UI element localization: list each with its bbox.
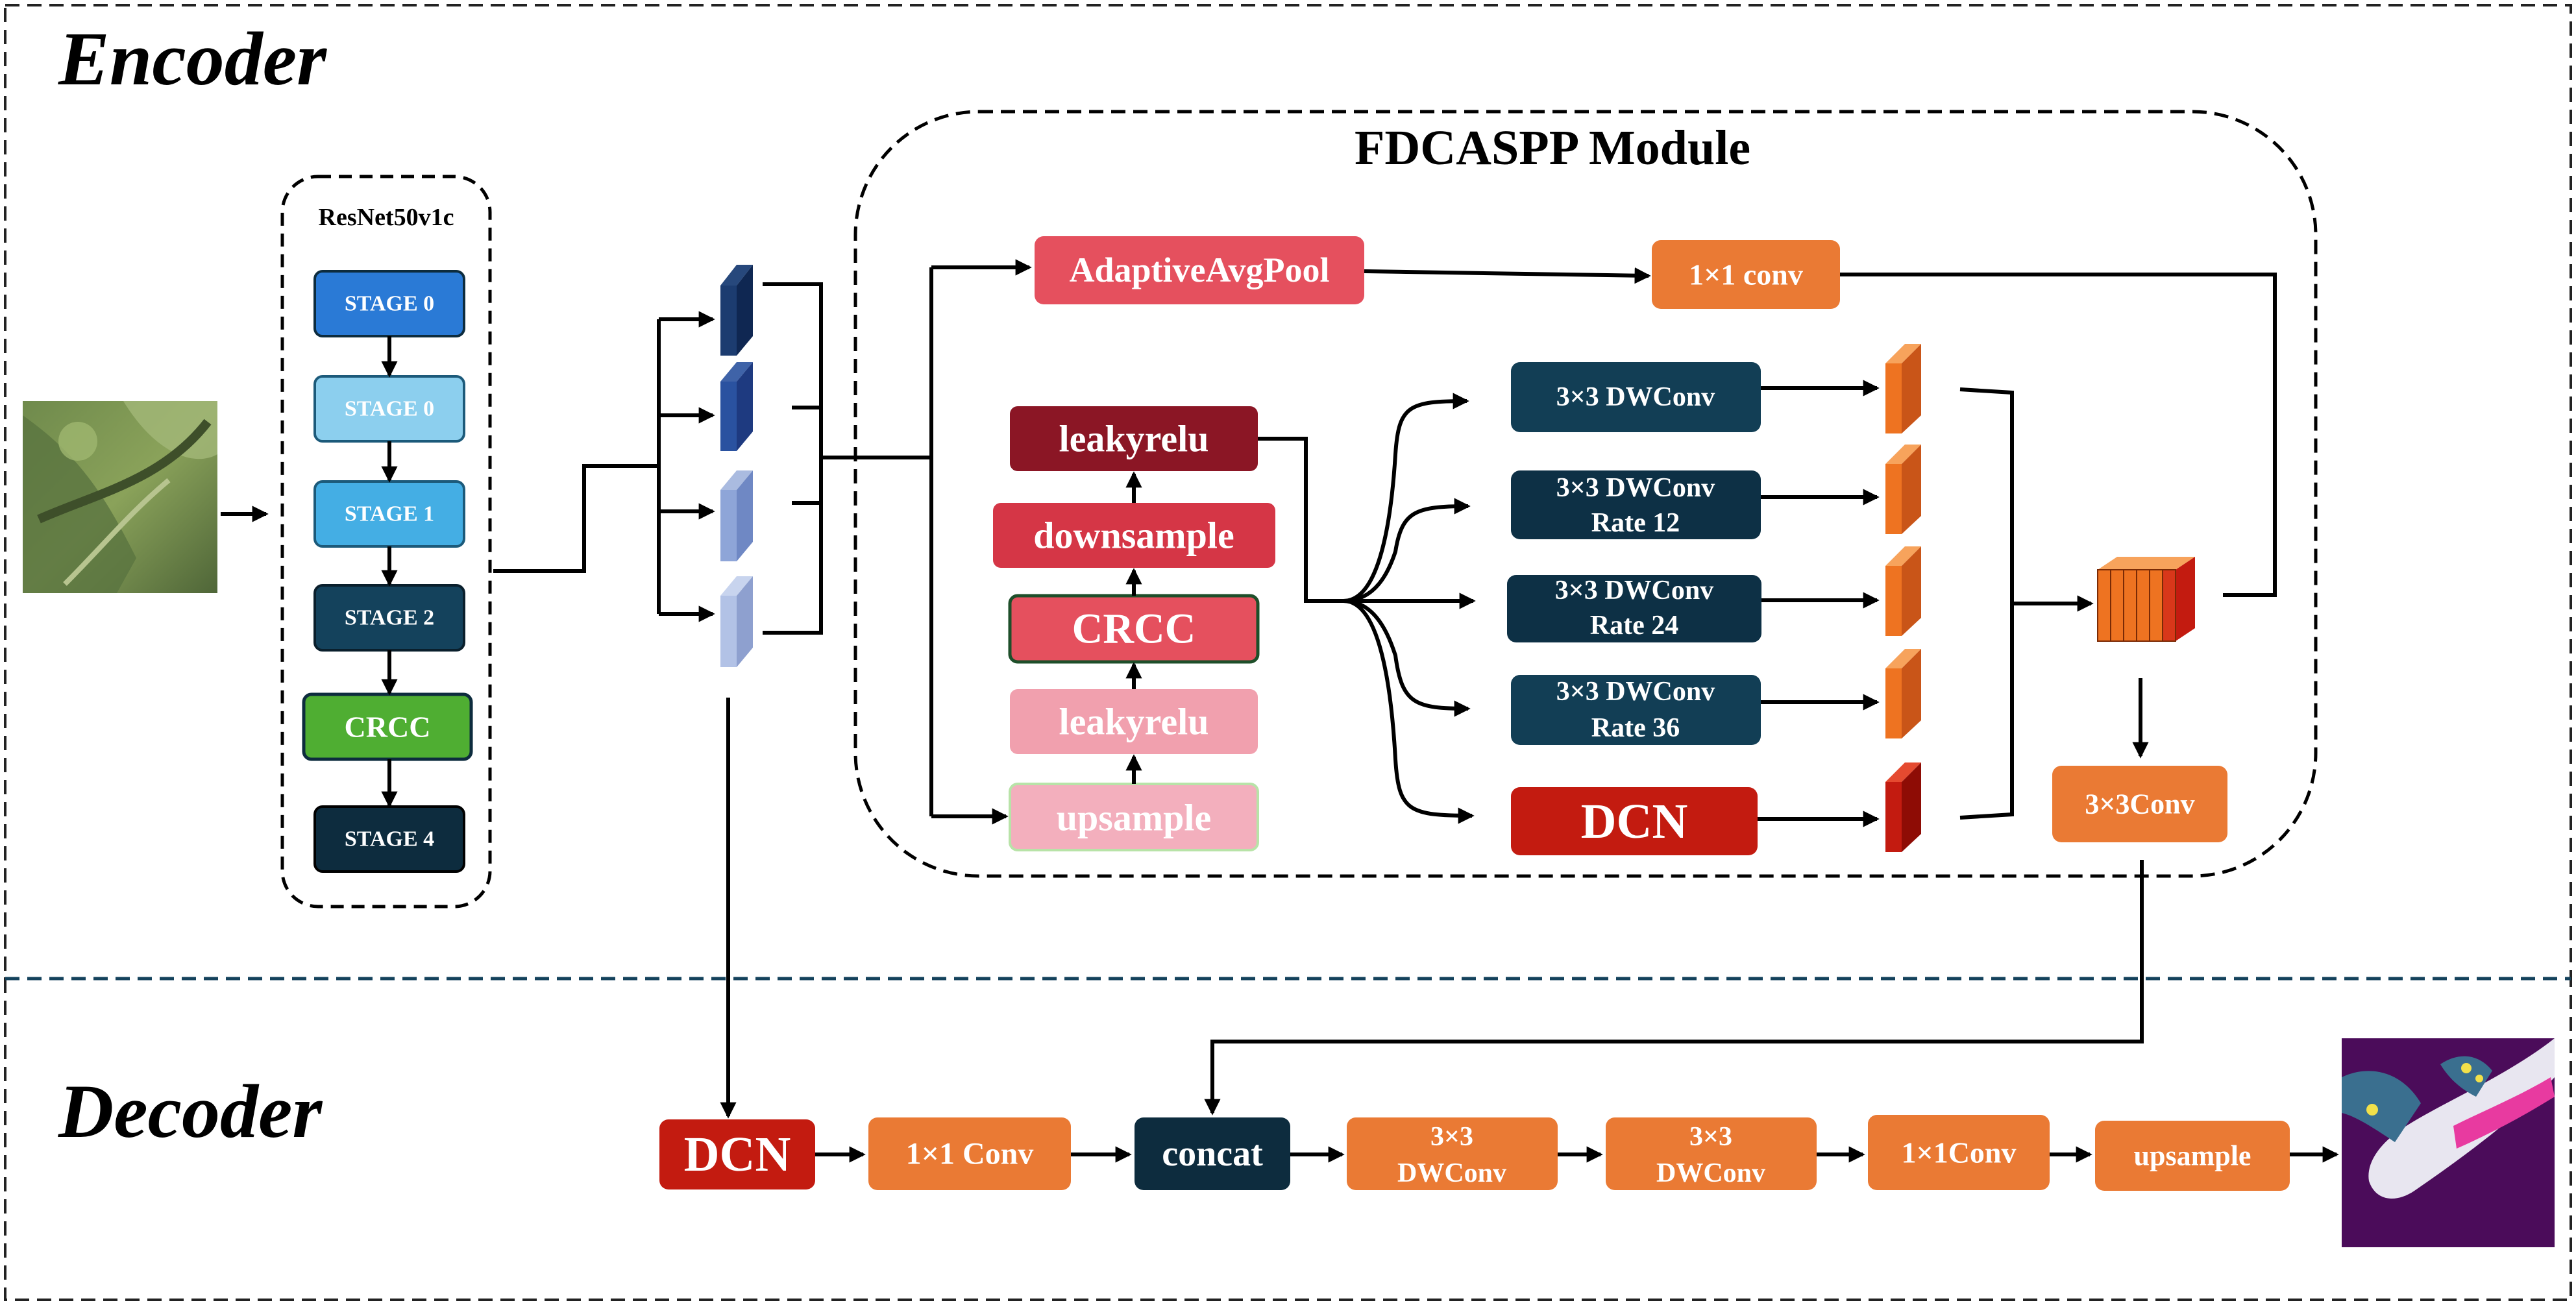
fdcaspp-entry-arrows [929,259,1032,825]
branch-dwconv-rate24-line1: 3×3 DWConv [1555,576,1713,605]
chain-downsample-label: downsample [1033,515,1234,557]
backbone-stage-1: STAGE 1 [313,480,465,548]
branch-output-arrows [1758,380,1880,827]
branch-output-cube-1 [1885,344,1921,433]
feature-map-4 [720,576,753,667]
backbone-crcc-label: CRCC [345,711,431,744]
output-mask-image [2342,1038,2555,1247]
decoder-dwconv-2-line1: 3×3 [1689,1122,1732,1152]
backbone-crcc: CRCC [302,692,473,761]
backbone-stage-4: STAGE 4 [313,805,465,873]
fdcaspp-title: FDCASPP Module [1355,121,1750,175]
chain-crcc-label: CRCC [1072,605,1196,653]
decoder-conv1-label: 1×1 Conv [906,1137,1034,1171]
decoder-title: Decoder [58,1069,323,1154]
fdcaspp-concat-stack [2097,557,2195,642]
decoder-concat: concat [1135,1117,1290,1190]
branch-merge-lines [1959,387,2094,820]
chain-downsample: downsample [993,503,1275,568]
decoder-dwconv-2-line2: DWConv [1656,1158,1765,1188]
branch-fanout-arrows [1258,393,1476,824]
adaptive-avg-pool-label: AdaptiveAvgPool [1070,250,1330,289]
feature-fanout-arrows [493,311,715,622]
branch-output-cube-4 [1885,649,1921,738]
decoder-dcn: DCN [659,1119,815,1189]
stage-1-label: STAGE 1 [345,502,434,526]
branch-output-cube-3 [1885,546,1921,636]
backbone-arrows [221,336,398,808]
pool-conv-block: 1×1 conv [1652,240,1840,309]
branch-dwconv-label: 3×3 DWConv [1556,382,1715,412]
branch-output-cube-2 [1885,445,1921,534]
decoder-dwconv-1: 3×3 DWConv [1347,1117,1558,1190]
chain-upsample: upsample [1009,783,1259,851]
encoder-title: Encoder [58,16,327,101]
branch-dwconv-rate24: 3×3 DWConv Rate 24 [1507,575,1761,642]
chain-leakyrelu-top-label: leakyrelu [1059,418,1209,460]
branch-output-cube-dcn [1885,762,1921,852]
fdcaspp-output-conv: 3×3Conv [2052,766,2227,842]
branch-dwconv-rate24-line2: Rate 24 [1590,611,1678,640]
decoder-dwconv-1-line1: 3×3 [1430,1122,1473,1152]
fdcaspp-output-conv-label: 3×3Conv [2085,788,2194,820]
feature-map-2 [720,362,753,451]
decoder-dwconv-2: 3×3 DWConv [1606,1117,1817,1190]
stage-2-label: STAGE 2 [345,606,434,630]
branch-dwconv-rate12-line2: Rate 12 [1591,508,1680,538]
backbone-stage-0a: STAGE 0 [313,270,465,337]
decoder-upsample: upsample [2095,1121,2290,1191]
backbone-frame [280,175,492,909]
branch-dwconv: 3×3 DWConv [1511,362,1761,432]
decoder-concat-label: concat [1162,1134,1263,1174]
decoder-conv2: 1×1Conv [1868,1115,2050,1190]
branch-dwconv-rate36-line1: 3×3 DWConv [1556,677,1715,707]
backbone-title: ResNet50v1c [319,204,454,231]
feature-map-1 [720,265,753,356]
backbone-stage-0b: STAGE 0 [313,375,465,443]
stage-4-label: STAGE 4 [345,827,434,851]
branch-dcn-label: DCN [1581,794,1688,849]
branch-dwconv-rate12: 3×3 DWConv Rate 12 [1511,470,1761,539]
decoder-conv2-label: 1×1Conv [1901,1136,2016,1169]
chain-crcc: CRCC [1008,594,1260,664]
decoder-conv1: 1×1 Conv [868,1117,1071,1190]
decoder-dcn-label: DCN [684,1127,791,1182]
decoder-dwconv-1-line2: DWConv [1397,1158,1506,1188]
branch-dwconv-rate36: 3×3 DWConv Rate 36 [1511,675,1761,745]
feature-merge-lines [720,282,931,1119]
branch-dwconv-rate36-line2: Rate 36 [1591,713,1680,743]
chain-leakyrelu-bottom: leakyrelu [1010,689,1258,754]
fdcaspp-frame [853,110,2318,878]
chain-leakyrelu-bottom-label: leakyrelu [1059,701,1209,743]
branch-dwconv-rate12-line1: 3×3 DWConv [1556,473,1715,503]
feature-map-3 [720,470,753,561]
chain-upsample-label: upsample [1057,797,1212,839]
adaptive-avg-pool-block: AdaptiveAvgPool [1035,236,1364,304]
backbone-stage-2: STAGE 2 [313,584,465,652]
input-image [23,401,217,593]
pool-conv-label: 1×1 conv [1689,258,1803,291]
decoder-upsample-label: upsample [2134,1140,2251,1172]
branch-dcn: DCN [1511,787,1758,855]
chain-leakyrelu-top: leakyrelu [1010,406,1258,471]
stage-0a-label: STAGE 0 [345,292,434,316]
stage-0b-label: STAGE 0 [345,397,434,421]
